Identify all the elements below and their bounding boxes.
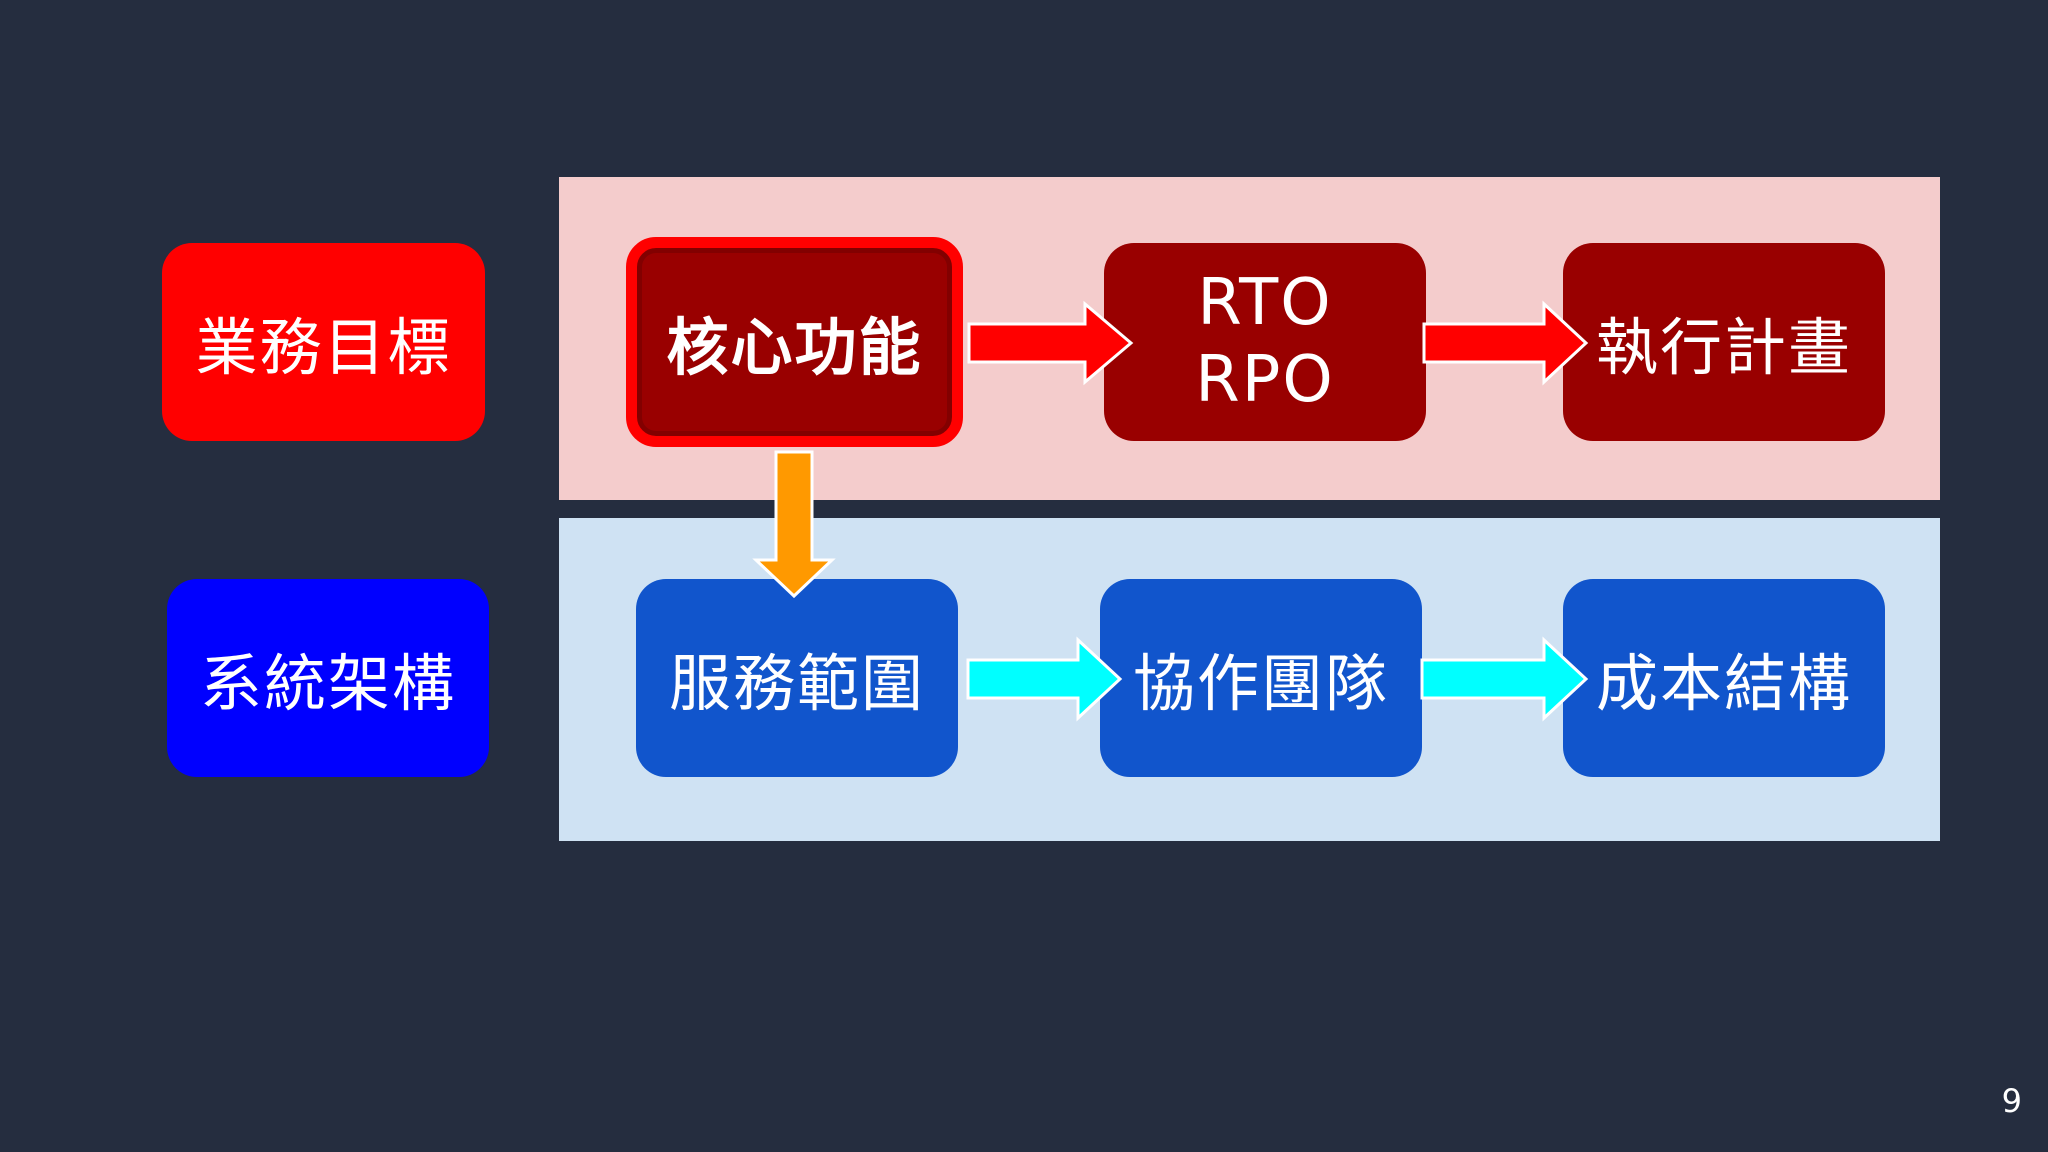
- core-function-box: 核心功能: [626, 237, 963, 447]
- execution-plan-text: 執行計畫: [1595, 311, 1852, 384]
- cost-structure-text: 成本結構: [1595, 647, 1852, 720]
- cost-structure-box: 成本結構: [1563, 579, 1885, 777]
- arrow-team-to-cost: [1420, 636, 1589, 722]
- rto-text: RTO: [1197, 266, 1333, 341]
- business-goal-label: 業務目標: [162, 243, 485, 441]
- system-architecture-text: 系統架構: [199, 647, 456, 720]
- rto-rpo-box: RTO RPO: [1104, 243, 1426, 441]
- business-goal-text: 業務目標: [195, 311, 452, 384]
- collaboration-team-box: 協作團隊: [1100, 579, 1422, 777]
- arrow-core-to-scope: [752, 450, 836, 599]
- service-scope-text: 服務範圍: [668, 647, 925, 720]
- arrow-rto-to-plan: [1422, 300, 1589, 386]
- service-scope-box: 服務範圍: [636, 579, 958, 777]
- core-function-text: 核心功能: [666, 311, 923, 384]
- rpo-text: RPO: [1195, 343, 1335, 417]
- arrow-scope-to-team: [966, 636, 1123, 722]
- execution-plan-box: 執行計畫: [1563, 243, 1885, 441]
- system-architecture-label: 系統架構: [167, 579, 489, 777]
- collaboration-team-text: 協作團隊: [1132, 647, 1389, 720]
- arrow-core-to-rto: [967, 300, 1134, 386]
- page-number: 9: [2001, 1082, 2022, 1120]
